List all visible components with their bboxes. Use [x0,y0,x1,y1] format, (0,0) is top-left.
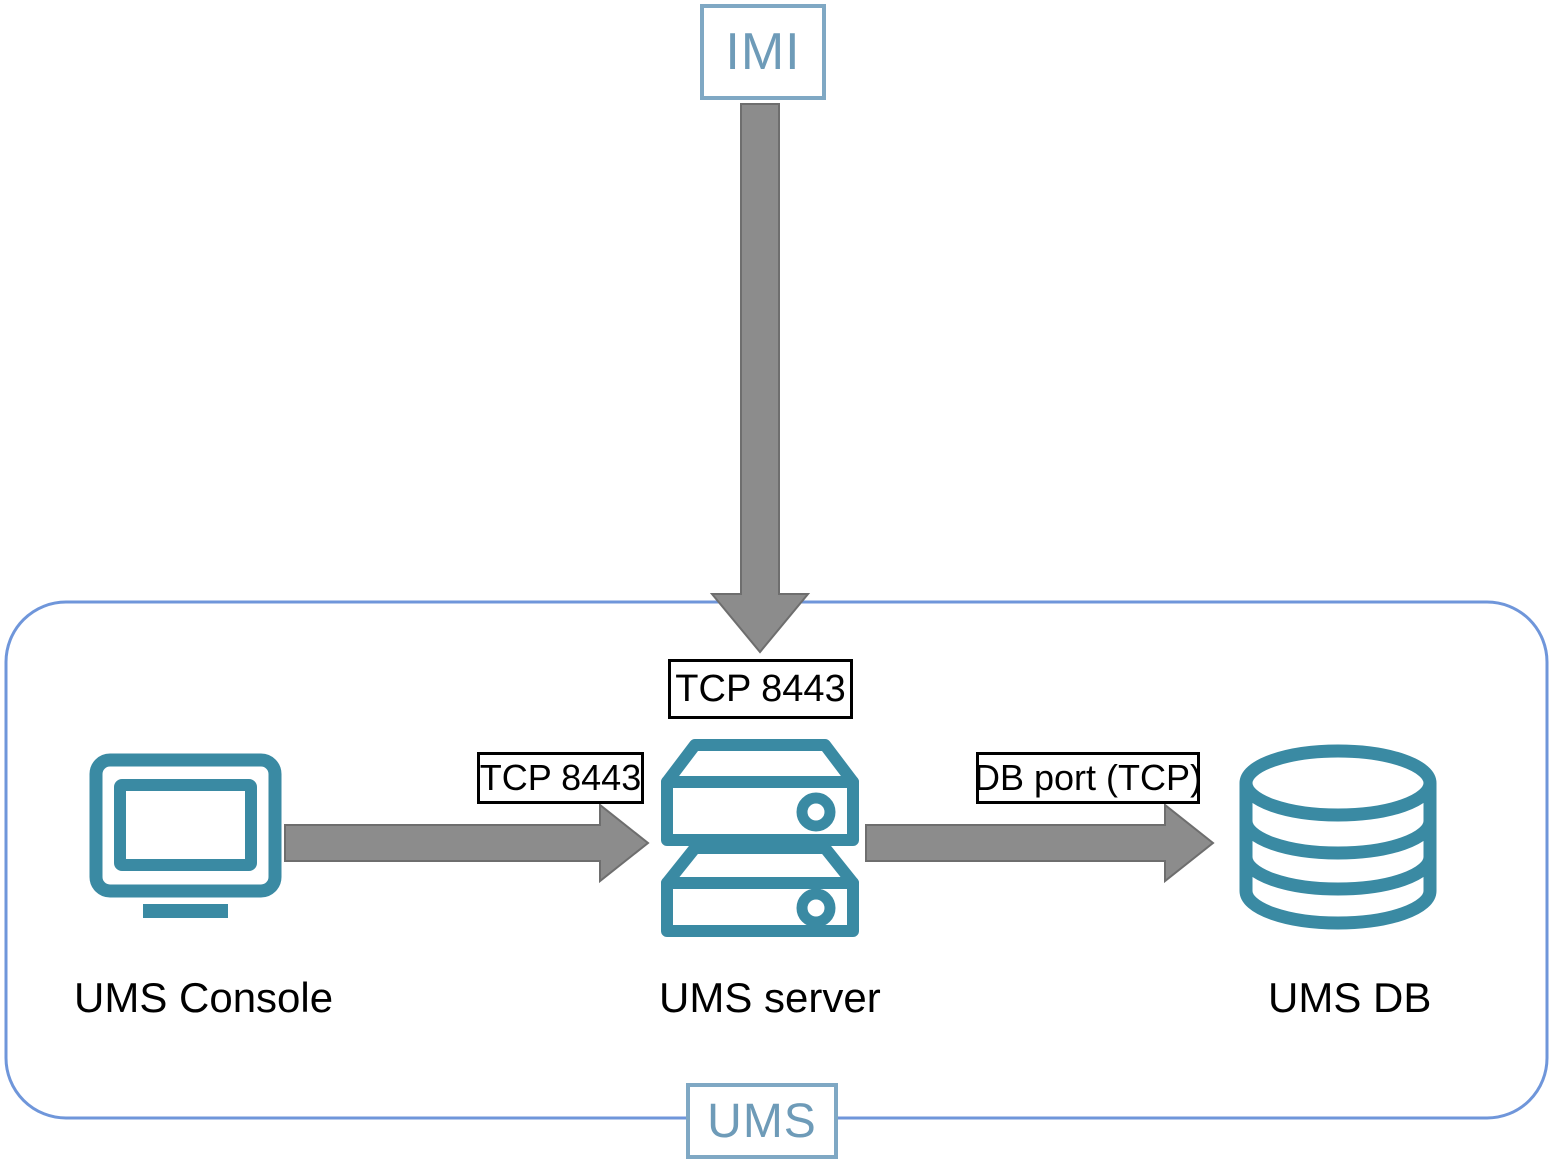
arrow-server-to-db [865,802,1215,884]
arrow-console-to-server [284,802,650,884]
database-icon [1239,744,1437,930]
connection-label-server-to-db: DB port (TCP) [974,752,1202,804]
server-icon [661,739,859,937]
connection-label-console-to-server: TCP 8443 [477,752,644,804]
monitor-icon [89,753,282,918]
node-caption-ums-server: UMS server [659,974,881,1021]
imi-zone-tag: IMI [700,4,826,100]
node-caption-ums-db: UMS DB [1268,974,1432,1021]
ums-zone-tag: UMS [686,1083,838,1159]
node-caption-ums-console: UMS Console [74,974,334,1021]
arrow-imi-to-server [709,103,811,654]
connection-label-imi-to-server: TCP 8443 [668,659,853,719]
